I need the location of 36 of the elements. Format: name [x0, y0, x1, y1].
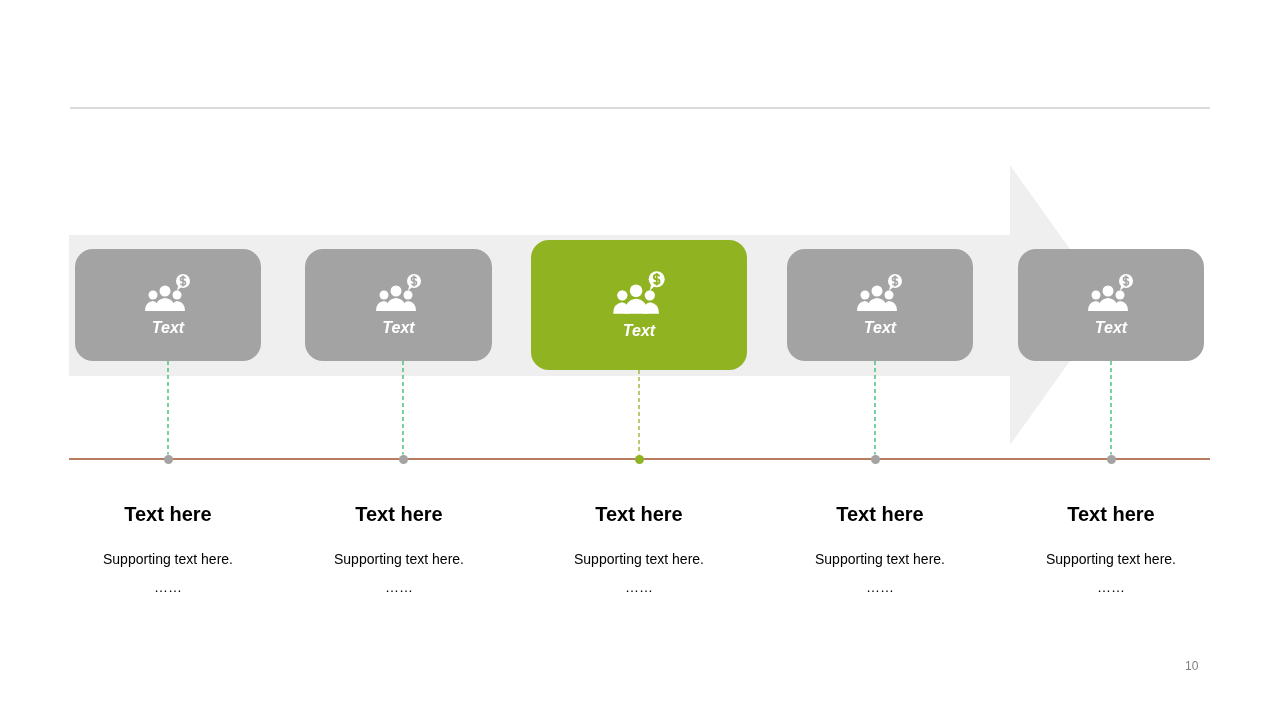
timeline-dot [634, 454, 644, 464]
leader-line [638, 369, 640, 456]
page-number: 10 [1185, 659, 1199, 673]
ellipsis-text: …… [865, 578, 895, 595]
timeline-dot [398, 454, 408, 464]
step-card [75, 249, 261, 361]
leader-line [874, 360, 876, 456]
step-heading: Text here [123, 503, 213, 526]
step-card [1018, 249, 1204, 361]
step-heading: Text here [1066, 503, 1156, 526]
leader-line [402, 360, 404, 456]
ellipsis-text: …… [153, 578, 183, 595]
step-card [531, 240, 747, 370]
step-card [305, 249, 492, 361]
supporting-text: Supporting text here. [573, 550, 705, 567]
card-title: Text [863, 319, 897, 337]
step-heading: Text here [354, 503, 444, 526]
timeline-dot [1106, 454, 1116, 464]
supporting-text: Supporting text here. [333, 550, 465, 567]
card-title: Text [622, 322, 656, 340]
ellipsis-text: …… [624, 578, 654, 595]
ellipsis-text: …… [1096, 578, 1126, 595]
card-title: Text [382, 319, 415, 337]
timeline-dot [163, 454, 173, 464]
step-heading: Text here [594, 503, 684, 526]
ellipsis-text: …… [384, 578, 414, 595]
leader-line [167, 360, 169, 456]
supporting-text: Supporting text here. [102, 550, 234, 567]
card-title: Text [151, 319, 185, 337]
supporting-text: Supporting text here. [814, 550, 946, 567]
timeline-dot [870, 454, 880, 464]
step-card [787, 249, 973, 361]
leader-line [1110, 360, 1112, 456]
step-heading: Text here [835, 503, 925, 526]
supporting-text: Supporting text here. [1045, 550, 1177, 567]
card-title: Text [1094, 319, 1128, 337]
